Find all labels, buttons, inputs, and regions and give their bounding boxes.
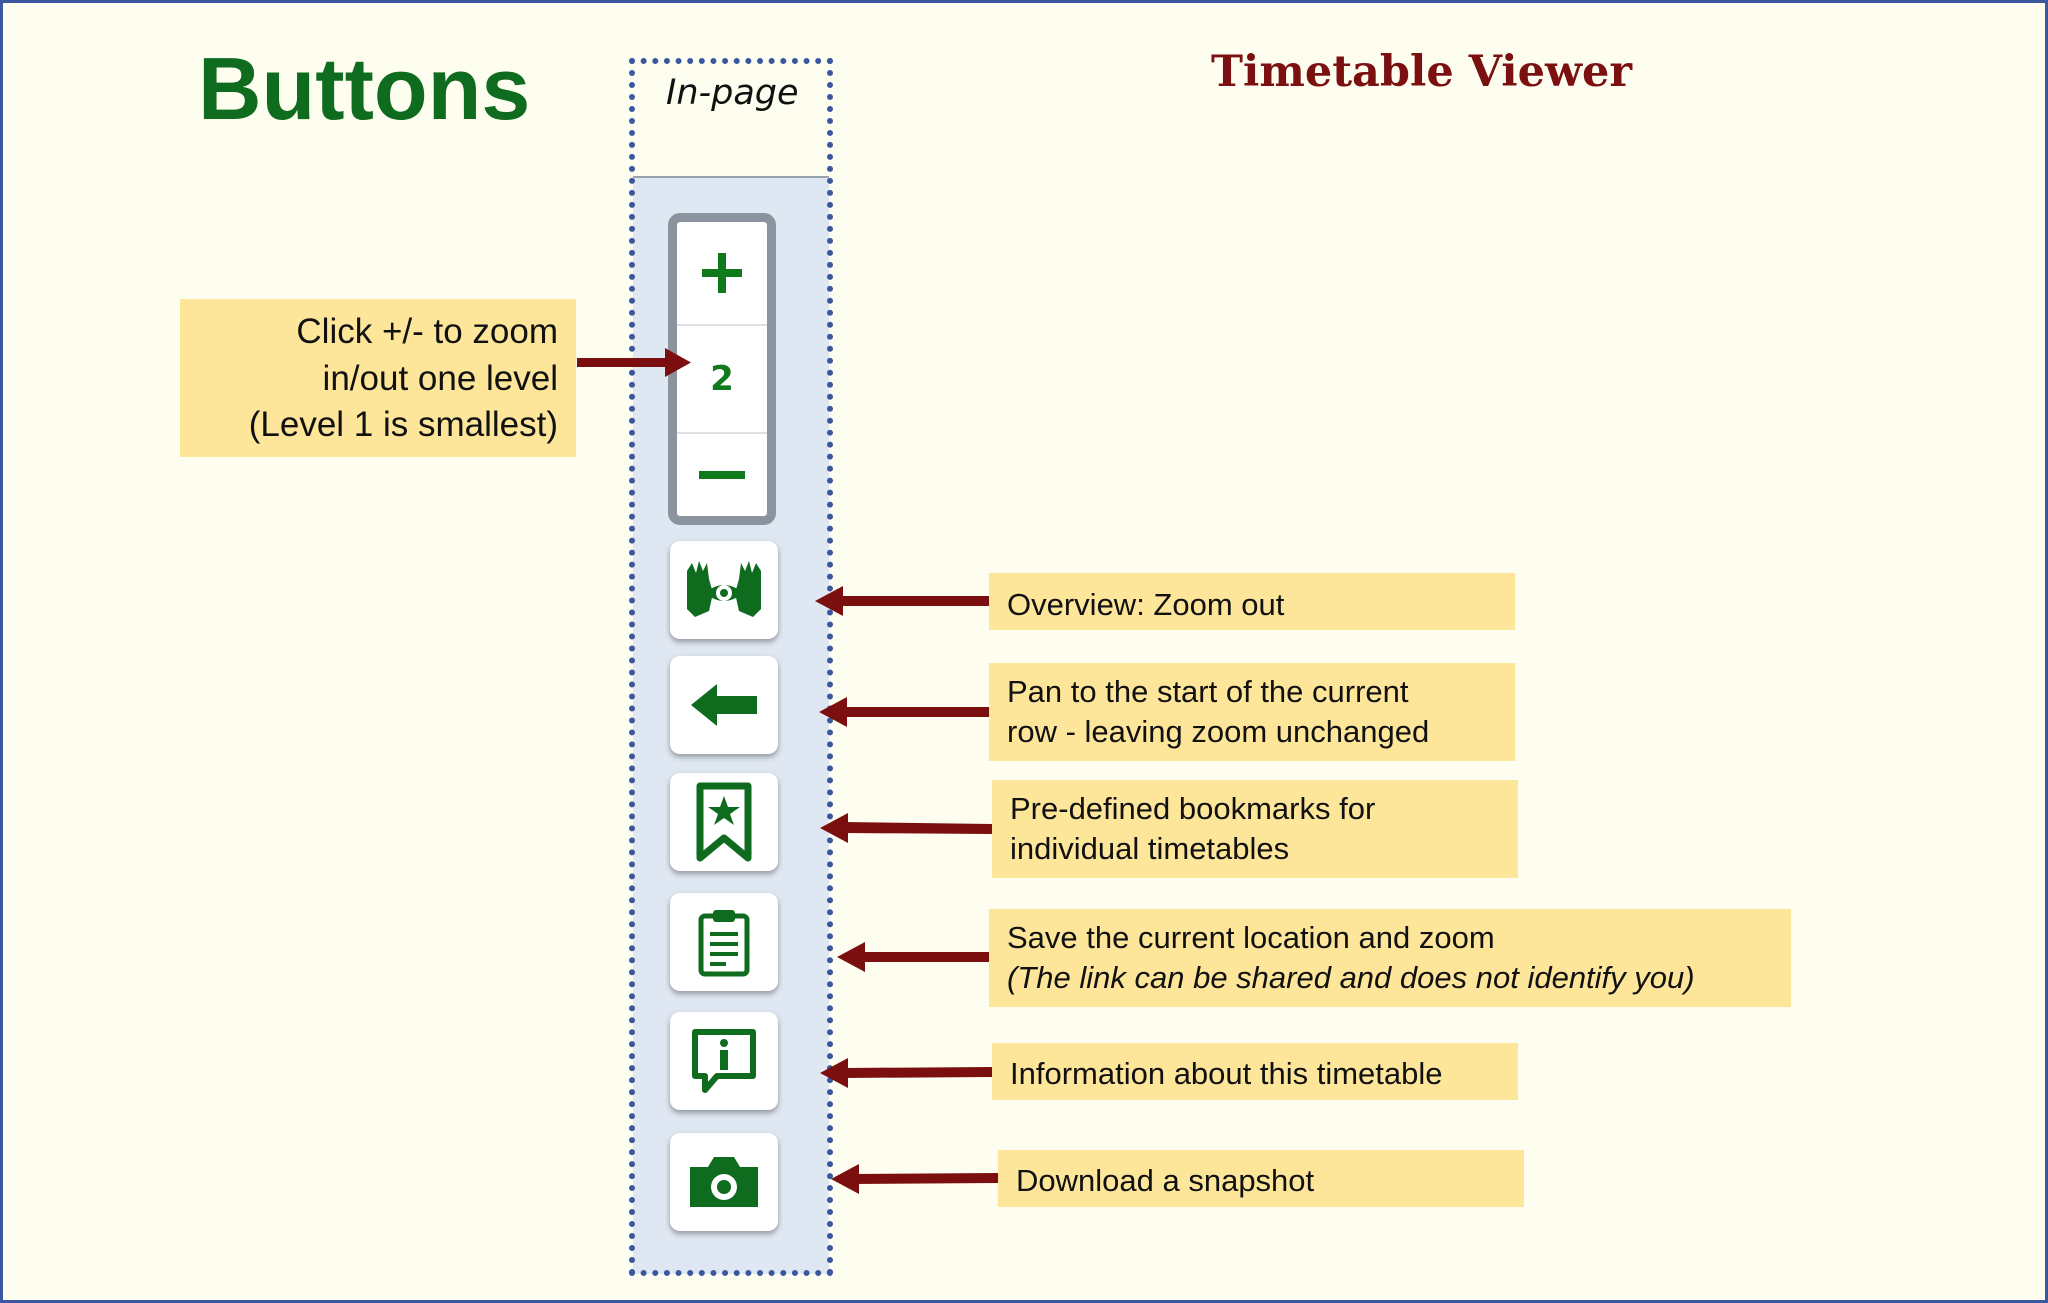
arrow-to-pan-button	[819, 697, 989, 727]
pan-callout-line-2: row - leaving zoom unchanged	[1007, 714, 1430, 750]
clipboard-icon	[698, 910, 750, 977]
minus-icon	[699, 471, 745, 479]
pan-callout: Pan to the start of the current row - le…	[989, 663, 1515, 761]
arrow-to-overview-button	[815, 586, 989, 616]
bookmarks-callout: Pre-defined bookmarks for individual tim…	[992, 780, 1518, 878]
arrows-layer	[577, 348, 998, 1194]
bookmarks-button[interactable]	[670, 773, 778, 871]
pan-callout-line-1: Pan to the start of the current	[1007, 674, 1409, 709]
in-page-frame	[629, 58, 833, 1276]
information-button[interactable]	[670, 1012, 778, 1110]
save-callout-line-1: Save the current location and zoom	[1007, 920, 1495, 955]
info-speech-icon	[692, 1029, 756, 1093]
zoom-out-button[interactable]	[677, 434, 767, 516]
pan-to-start-button[interactable]	[670, 656, 778, 754]
zoom-callout-line-2: in/out one level	[322, 358, 558, 398]
overview-icon	[687, 561, 761, 617]
save-callout: Save the current location and zoom (The …	[989, 909, 1791, 1007]
zoom-in-button[interactable]	[677, 222, 767, 324]
save-location-button[interactable]	[670, 893, 778, 991]
info-callout-line-1: Information about this timetable	[1010, 1056, 1443, 1091]
overview-button[interactable]	[670, 541, 778, 639]
zoom-callout-line-3: (Level 1 is smallest)	[248, 405, 558, 445]
overview-callout-line-1: Overview: Zoom out	[1007, 587, 1285, 622]
arrow-to-zoom-level	[577, 348, 691, 377]
arrow-to-save-button	[837, 942, 989, 972]
snapshot-callout: Download a snapshot	[998, 1150, 1524, 1207]
bookmark-star-icon	[696, 782, 752, 862]
arrow-to-information-button	[820, 1058, 992, 1088]
arrow-to-bookmarks-button	[820, 813, 992, 843]
zoom-control: 2	[668, 213, 776, 525]
save-callout-line-2: (The link can be shared and does not ide…	[1007, 960, 1695, 996]
page-title: Buttons	[198, 39, 531, 138]
plus-icon	[702, 253, 742, 293]
zoom-level-indicator: 2	[677, 324, 767, 434]
info-callout: Information about this timetable	[992, 1043, 1518, 1100]
camera-icon	[690, 1157, 758, 1207]
in-page-label: In-page	[666, 73, 799, 113]
zoom-callout-line-1: Click +/- to zoom	[296, 312, 558, 351]
arrow-left-icon	[691, 684, 757, 726]
overview-callout: Overview: Zoom out	[989, 573, 1515, 630]
snapshot-callout-line-1: Download a snapshot	[1016, 1163, 1315, 1198]
snapshot-button[interactable]	[670, 1133, 778, 1231]
bookmarks-callout-line-2: individual timetables	[1010, 831, 1290, 867]
bookmarks-callout-line-1: Pre-defined bookmarks for	[1010, 791, 1376, 826]
zoom-callout: Click +/- to zoom in/out one level (Leve…	[180, 299, 576, 457]
page-subtitle: Timetable Viewer	[1211, 47, 1632, 97]
arrow-to-snapshot-button	[831, 1164, 998, 1194]
